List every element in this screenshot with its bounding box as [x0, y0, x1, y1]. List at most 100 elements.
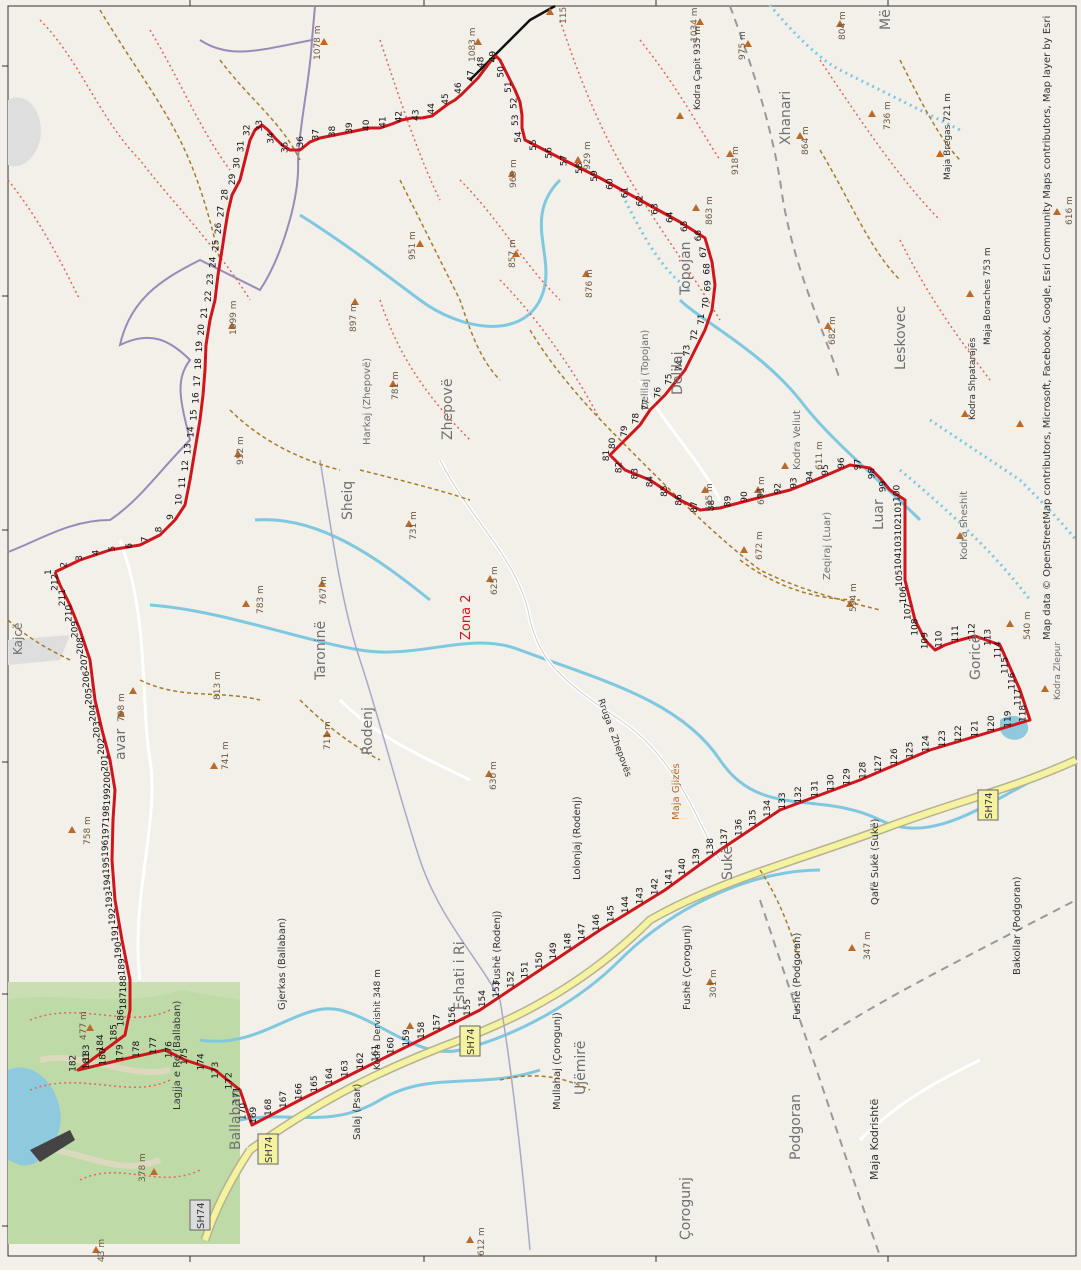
route-point-label: 176 [165, 1041, 175, 1058]
route-point-label: 190 [114, 941, 124, 958]
route-point-label: 43 [412, 109, 422, 120]
route-point-label: 91 [757, 487, 767, 498]
place-fushe-rodenj: Fushë (Rodenj) [492, 910, 503, 985]
route-point-label: 153 [492, 981, 502, 998]
road-shield-sh74-a: SH74 [984, 792, 995, 819]
place-gjerkas: Gjerkas (Ballaban) [277, 918, 288, 1010]
route-point-label: 149 [549, 942, 559, 959]
route-point-label: 141 [664, 868, 674, 885]
route-point-label: 187 [119, 992, 129, 1009]
elev-711: 711 m [323, 721, 333, 750]
route-point-label: 113 [984, 629, 994, 646]
route-point-label: 96 [837, 457, 847, 469]
route-point-label: 184 [96, 1034, 106, 1051]
elev-616: 616 m [1065, 196, 1075, 225]
elev-798: 798 m [117, 693, 127, 722]
route-point-label: 169 [249, 1106, 259, 1123]
route-point-label: 139 [692, 848, 702, 865]
elev-1099: 1099 m [229, 300, 239, 335]
route-point-label: 159 [402, 1029, 412, 1046]
route-point-label: 201 [100, 754, 110, 771]
red-trails [7, 19, 991, 1181]
route-point-label: 164 [325, 1067, 335, 1084]
route-point-label: 90 [740, 491, 750, 503]
place-podgoran: Podgoran [788, 1094, 804, 1160]
route-point-label: 31 [237, 141, 247, 152]
place-kodra-sheshit: Kodra Sheshit [959, 491, 970, 560]
elev-951: 951 m [408, 231, 418, 260]
route-point-label: 79 [620, 425, 630, 437]
route-point-label: 60 [605, 178, 615, 190]
route-point-label: 14 [187, 426, 197, 438]
route-point-label: 111 [951, 625, 961, 642]
route-point-label: 67 [699, 246, 709, 257]
route-point-label: 81 [602, 450, 612, 461]
route-point-label: 107 [903, 603, 913, 620]
elev-783: 783 m [256, 585, 266, 614]
route-point-label: 44 [427, 103, 437, 115]
route-point-label: 16 [191, 392, 201, 404]
elev-378: 378 m [138, 1153, 148, 1182]
route-point-label: 20 [197, 324, 207, 336]
route-point-label: 130 [826, 774, 836, 791]
route-point-label: 163 [340, 1060, 350, 1077]
streams [618, 4, 1078, 601]
elev-612: 612 m [477, 1227, 487, 1256]
elev-115: 115 [559, 7, 569, 24]
lake [8, 1067, 61, 1166]
route-point-label: 209 [71, 621, 81, 638]
place-fshati-ri: Fshati i Ri [452, 941, 468, 1010]
route-point-label: 21 [200, 307, 210, 318]
elev-630: 630 m [489, 761, 499, 790]
elev-725: 725 m [705, 483, 715, 512]
route-point-label: 179 [115, 1044, 125, 1061]
route-point-label: 89 [724, 495, 734, 507]
route-point-label: 109 [920, 632, 930, 649]
route-point-label: 30 [233, 157, 243, 169]
route-point-label: 88 [707, 499, 717, 511]
place-sheiq: Sheiq [340, 481, 356, 520]
place-zhepove: Zhepovë [440, 379, 456, 440]
route-point-label: 150 [535, 952, 545, 969]
route-point-label: 156 [448, 1006, 458, 1023]
road-shield-sh74-d: SH74 [196, 1202, 207, 1229]
route-point-label: 97 [854, 459, 864, 470]
route-point-label: 142 [650, 878, 660, 895]
dam [30, 1130, 75, 1162]
route-point-label: 75 [664, 374, 674, 385]
place-delilaj: Delilaj [670, 351, 686, 395]
route-point-label: 58 [575, 162, 585, 174]
route-point-label: 64 [665, 211, 675, 223]
place-maja-gjizes: Maja Gjizës [671, 763, 682, 820]
place-labels: Kajcë Xhanari Leskovec Topojan Delilaj D… [11, 9, 1063, 1240]
route-point-label: 195 [102, 857, 112, 874]
place-fushe-podgoran: Fushë (Podgoran) [792, 932, 803, 1020]
route-point-label: 47 [466, 70, 476, 81]
route-point-label: 199 [103, 788, 113, 805]
route-point-label: 76 [654, 387, 664, 399]
route-point-label: 185 [110, 1024, 120, 1041]
place-ballaban: Ballaban [228, 1089, 244, 1150]
route-point-label: 69 [704, 280, 714, 292]
route-point-label: 52 [510, 98, 520, 109]
route-point-label: 74 [675, 360, 685, 372]
elev-897: 897 m [349, 303, 359, 332]
route-point-label: 27 [217, 206, 227, 217]
route-point-label: 112 [968, 623, 978, 640]
route-point-label: 120 [987, 715, 997, 732]
route-line[interactable] [53, 54, 1032, 1127]
route-point-label: 173 [211, 1062, 221, 1079]
route-point-label: 212 [50, 574, 60, 591]
route-point-label: 17 [193, 375, 203, 386]
route-point-label: 121 [971, 720, 981, 737]
place-taronine: Taroninë [313, 621, 329, 681]
elevation-labels: 1078 m 1083 m 1034 m 975 m 804 m 736 m 8… [79, 7, 1075, 1262]
elev-477: 477 m [79, 1011, 89, 1040]
route-point-label: 129 [842, 768, 852, 785]
route-point-label: 143 [636, 887, 646, 904]
route-point-label: 205 [84, 688, 94, 705]
place-maja-kodrishte: Maja Kodrishtë [868, 1099, 881, 1180]
elev-1078: 1078 m [313, 25, 323, 60]
